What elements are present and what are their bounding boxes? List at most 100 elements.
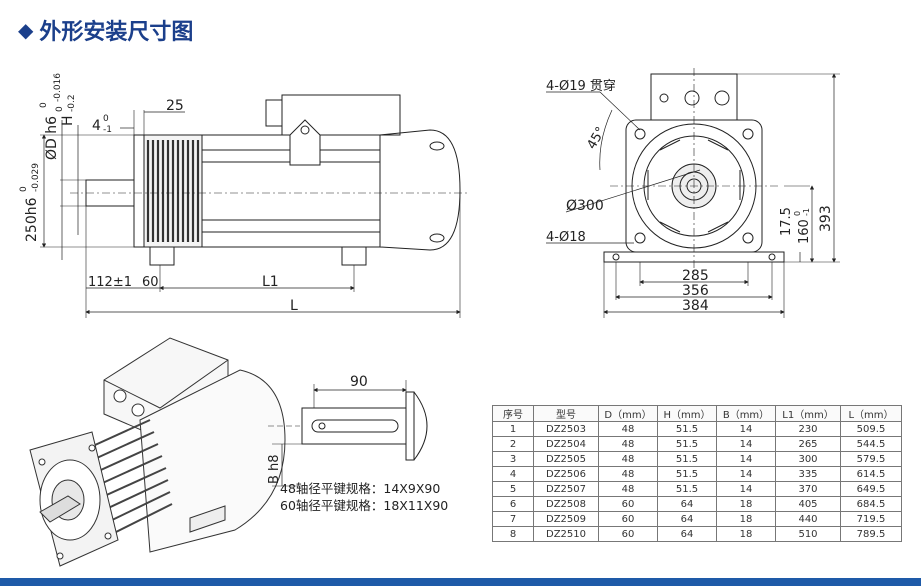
th-h: H（mm） — [657, 405, 717, 422]
side-view — [40, 94, 470, 318]
side-flange — [133, 134, 145, 248]
cell-l: 614.5 — [840, 466, 902, 482]
table-row: 4 DZ2506 48 51.5 14 335 614.5 — [492, 466, 902, 482]
dim-250-tol-upper: 0 — [19, 186, 29, 192]
table-row: 3 DZ2505 48 51.5 14 300 579.5 — [492, 451, 902, 467]
cell-d: 48 — [598, 466, 658, 482]
table-row: 5 DZ2507 48 51.5 14 370 649.5 — [492, 481, 902, 497]
cell-d: 48 — [598, 421, 658, 437]
cell-model: DZ2505 — [533, 451, 599, 467]
side-rear-cap — [379, 129, 461, 251]
cell-index: 8 — [492, 526, 534, 542]
dim-D-tol-upper: 0 — [39, 102, 49, 108]
shaft-body — [301, 407, 407, 445]
front-view-labels: 4-Ø19 贯穿 45° Ø300 4-Ø18 17.5 160 0 -1 39… — [546, 78, 834, 314]
cell-model: DZ2503 — [533, 421, 599, 437]
dim-D-tol-lower: -0.016 — [53, 73, 63, 102]
dim-112-label: 112±1 — [88, 275, 132, 290]
dim-285-label: 285 — [682, 268, 709, 284]
cell-l1: 510 — [775, 526, 841, 542]
cell-l: 509.5 — [840, 421, 902, 437]
cell-d: 48 — [598, 436, 658, 452]
diamond-bullet-icon: ◆ — [18, 18, 34, 42]
table-header-row: 序号 型号 D（mm） H（mm） B（mm） L1（mm） L（mm） — [492, 405, 902, 422]
dia-300-label: Ø300 — [566, 198, 604, 214]
cell-l1: 440 — [775, 511, 841, 527]
cell-d: 48 — [598, 451, 658, 467]
cell-index: 5 — [492, 481, 534, 497]
cell-index: 2 — [492, 436, 534, 452]
cell-l: 789.5 — [840, 526, 902, 542]
cell-l1: 300 — [775, 451, 841, 467]
th-b: B（mm） — [716, 405, 776, 422]
dim-160-tol-lower: -1 — [802, 208, 811, 216]
dim-D-label: ØD h6 — [44, 116, 60, 160]
cell-b: 14 — [716, 466, 776, 482]
dim-250-label: 250h6 — [24, 197, 40, 242]
dim-L1-label: L1 — [262, 274, 279, 290]
th-l: L（mm） — [840, 405, 902, 422]
spec-table: 序号 型号 D（mm） H（mm） B（mm） L1（mm） L（mm） 1 D… — [492, 405, 902, 542]
cell-b: 14 — [716, 421, 776, 437]
th-l1: L1（mm） — [775, 405, 841, 422]
cell-index: 3 — [492, 451, 534, 467]
cell-index: 7 — [492, 511, 534, 527]
front-view — [546, 68, 840, 318]
dim-384-label: 384 — [682, 298, 709, 314]
cell-h: 51.5 — [657, 481, 717, 497]
shaft-detail-labels: 90 B h8 — [267, 374, 368, 484]
cell-l1: 265 — [775, 436, 841, 452]
cell-model: DZ2504 — [533, 436, 599, 452]
cell-b: 18 — [716, 511, 776, 527]
cell-model: DZ2510 — [533, 526, 599, 542]
dim-H-tol-lower: -0.2 — [67, 94, 77, 112]
side-view-labels: ØD h6 0 -0.016 H 0 -0.2 4 0 -1 25 250h6 … — [19, 73, 298, 314]
cell-b: 18 — [716, 496, 776, 512]
page-title: ◆ 外形安装尺寸图 — [18, 14, 193, 46]
note-line-60: 60轴径平键规格：18X11X90 — [280, 498, 449, 513]
dim-25-label: 25 — [166, 98, 184, 114]
cell-h: 64 — [657, 526, 717, 542]
table-row: 6 DZ2508 60 64 18 405 684.5 — [492, 496, 902, 512]
cell-h: 64 — [657, 511, 717, 527]
shaft-keyway — [311, 419, 399, 433]
cell-index: 4 — [492, 466, 534, 482]
dim-H-tol-upper: 0 — [55, 106, 65, 112]
cell-model: DZ2509 — [533, 511, 599, 527]
cell-model: DZ2508 — [533, 496, 599, 512]
dim-H-label: H — [60, 115, 76, 126]
note-line-48: 48轴径平键规格：14X9X90 — [280, 481, 441, 496]
isometric-view — [29, 337, 286, 567]
cell-h: 51.5 — [657, 436, 717, 452]
cell-l: 649.5 — [840, 481, 902, 497]
page-title-text: 外形安装尺寸图 — [39, 20, 194, 45]
dim-4-tol-lower: -1 — [103, 125, 112, 135]
cell-d: 48 — [598, 481, 658, 497]
keyway-notes: 48轴径平键规格：14X9X90 60轴径平键规格：18X11X90 — [280, 480, 448, 514]
cell-b: 14 — [716, 436, 776, 452]
dim-60-label: 60 — [142, 275, 159, 290]
cell-index: 6 — [492, 496, 534, 512]
cell-h: 64 — [657, 496, 717, 512]
dim-160-label: 160 — [797, 219, 812, 244]
holes-top-label: 4-Ø19 贯穿 — [546, 78, 616, 94]
angle-label: 45° — [584, 125, 609, 152]
cell-l1: 405 — [775, 496, 841, 512]
cell-d: 60 — [598, 496, 658, 512]
bottom-accent-bar — [0, 578, 921, 586]
dim-17-5-label: 17.5 — [779, 207, 794, 236]
th-model: 型号 — [533, 405, 599, 422]
cell-l: 544.5 — [840, 436, 902, 452]
cell-d: 60 — [598, 511, 658, 527]
dim-250-tol-lower: -0.029 — [31, 163, 41, 192]
cell-model: DZ2507 — [533, 481, 599, 497]
dim-356-label: 356 — [682, 283, 709, 299]
dim-4-label: 4 — [92, 118, 101, 134]
dim-4-tol-upper: 0 — [103, 114, 109, 124]
cell-h: 51.5 — [657, 466, 717, 482]
shaft-detail — [268, 380, 428, 487]
iso-body — [139, 369, 286, 553]
cell-l1: 335 — [775, 466, 841, 482]
cell-l1: 230 — [775, 421, 841, 437]
dim-90-label: 90 — [350, 374, 368, 390]
